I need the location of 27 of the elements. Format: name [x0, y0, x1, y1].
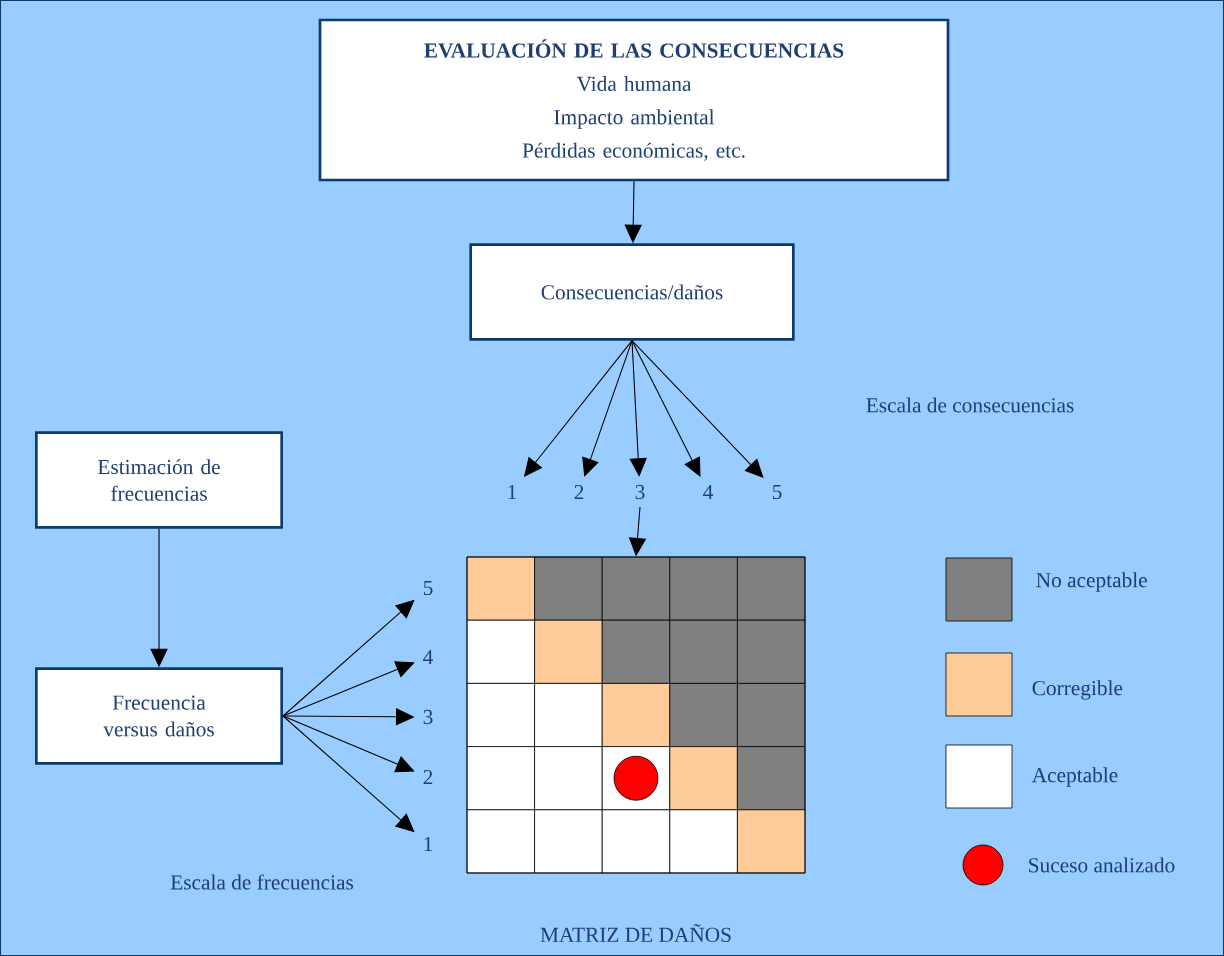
scale-number: 2	[574, 484, 584, 500]
scale-number: 1	[508, 484, 517, 500]
matrix-caption: MATRIZ DE DAÑOS	[540, 924, 731, 943]
process-box: Consecuencias/daños	[469, 243, 795, 341]
scale-number: 5	[772, 484, 782, 500]
legend-label: No aceptable	[1036, 572, 1147, 592]
scale-label: Escala de frecuencias	[170, 874, 354, 890]
process-box: Frecuencia versus daños	[35, 667, 283, 765]
scale-number: 3	[635, 484, 645, 500]
legend-label: Corregible	[1032, 680, 1123, 700]
arrow	[582, 340, 633, 477]
arrow	[629, 340, 647, 477]
scale-number: 2	[423, 769, 433, 785]
scale-number: 3	[423, 709, 433, 725]
scale-number: 4	[703, 485, 713, 499]
scale-number: 4	[423, 650, 433, 664]
process-box: Estimación de frecuencias	[35, 431, 283, 529]
arrow	[282, 661, 415, 717]
legend-label: Aceptable	[1031, 767, 1118, 787]
legend-label: Suceso analizado	[1029, 857, 1175, 873]
arrow	[282, 715, 415, 773]
process-box: EVALUACIÓN DE LAS CONSECUENCIAS Vida humana Impacto ambiental Pérdidas económicas, etc.	[318, 18, 950, 182]
risk-matrix	[466, 556, 806, 874]
scale-number: 1	[424, 836, 433, 852]
scale-label: Escala de consecuencias	[866, 397, 1074, 413]
arrow	[631, 340, 701, 477]
scale-number: 5	[423, 580, 433, 596]
